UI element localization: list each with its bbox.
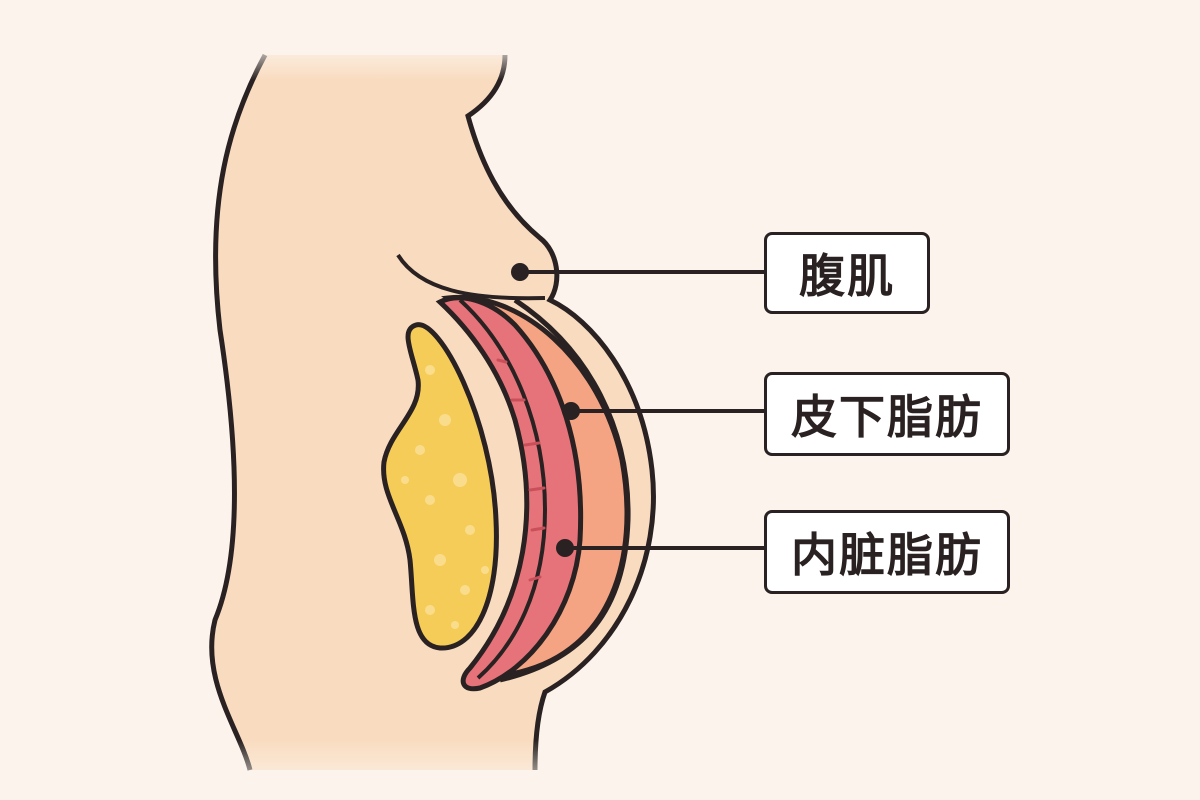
back-outline <box>209 53 268 771</box>
label-abdominal-muscle: 腹肌 <box>764 232 930 314</box>
front-outline <box>465 54 656 771</box>
leader-lines <box>511 263 765 557</box>
label-visceral-fat: 内脏脂肪 <box>764 510 1010 594</box>
muscle-fibers <box>496 358 546 582</box>
marker-dot-muscle <box>511 263 529 281</box>
visceral-fat-blob <box>381 322 499 651</box>
marker-dot-subcutaneous <box>562 402 580 420</box>
abdominal-muscle-layer <box>435 295 584 692</box>
skin-inner-line <box>499 297 631 683</box>
fat-dots <box>401 365 489 629</box>
marker-dot-visceral <box>556 539 574 557</box>
muscle-inner-line <box>458 298 548 680</box>
bottom-fade <box>0 740 1200 800</box>
top-fade <box>0 40 1200 80</box>
label-subcutaneous-fat: 皮下脂肪 <box>764 372 1010 456</box>
navel-fold <box>396 253 546 301</box>
